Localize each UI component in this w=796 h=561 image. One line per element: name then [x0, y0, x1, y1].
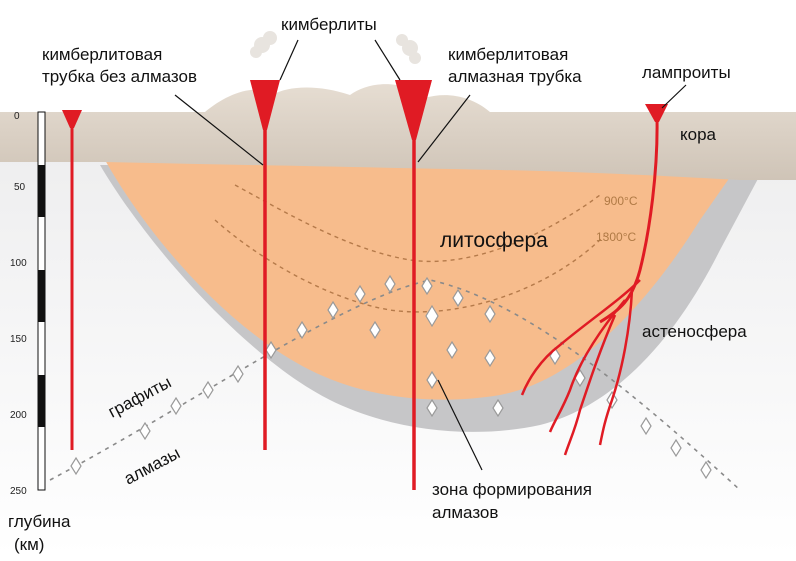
depth-tick-0: 0 [14, 111, 20, 122]
label-asthenosphere: астеносфера [642, 322, 747, 341]
temperature-900: 900°C [604, 194, 638, 208]
label-lamproites: лампроиты [642, 63, 731, 82]
depth-tick-200: 200 [10, 410, 27, 421]
label-formation-zone-1: зона формирования [432, 480, 592, 499]
label-depth-1: глубина [8, 512, 71, 531]
label-pipe-no-diamonds-1: кимберлитовая [42, 45, 162, 64]
depth-tick-100: 100 [10, 258, 27, 269]
depth-tick-150: 150 [10, 334, 27, 345]
kimberlite-smoke [250, 31, 421, 64]
label-kimberlites: кимберлиты [281, 15, 377, 34]
label-lithosphere: литосфера [440, 229, 548, 252]
label-depth-2: (км) [14, 535, 44, 554]
label-pipe-no-diamonds-2: трубка без алмазов [42, 67, 197, 86]
label-formation-zone-2: алмазов [432, 503, 498, 522]
depth-scale [38, 112, 45, 490]
depth-tick-250: 250 [10, 486, 27, 497]
temperature-1300: 1300°C [596, 230, 636, 244]
depth-tick-50: 50 [14, 182, 26, 193]
label-crust: кора [680, 125, 717, 144]
label-pipe-diamond-2: алмазная трубка [448, 67, 582, 86]
label-pipe-diamond-1: кимберлитовая [448, 45, 568, 64]
